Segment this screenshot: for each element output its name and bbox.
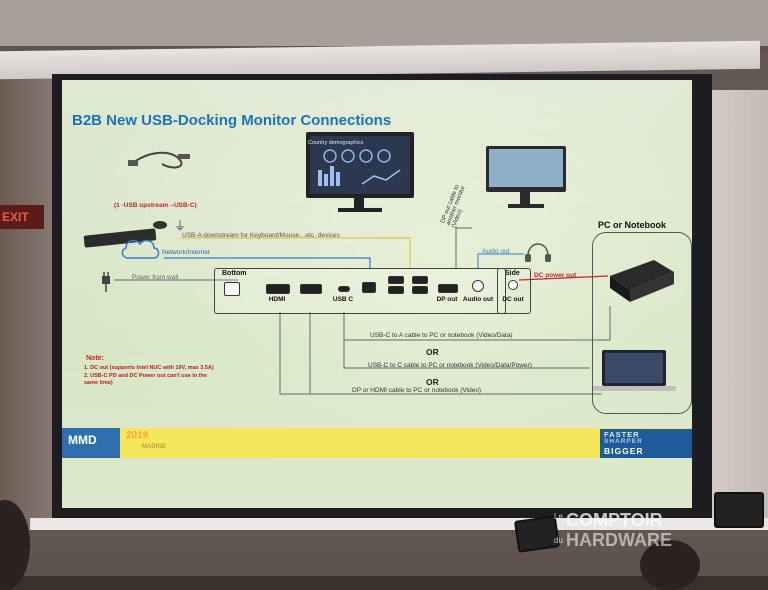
side-label: Side [505, 270, 520, 277]
tagline-faster: FASTER [604, 430, 640, 439]
usb-a-port-4 [412, 286, 428, 294]
bottom-label: Bottom [222, 270, 247, 277]
cloud-icon [121, 239, 160, 259]
dc-out-port [508, 280, 518, 290]
hdmi-port-label: HDMI [268, 296, 286, 303]
pc-notebook-group [592, 232, 692, 414]
mmd-logo: MMD [68, 433, 97, 447]
note-line-1: 1. DC out (supports Intel NUC with 19V, … [84, 365, 214, 371]
power-inlet-port [224, 282, 240, 296]
stage-edge [30, 518, 768, 530]
power-from-wall-label: Power from wall [132, 274, 179, 281]
left-wall [0, 60, 60, 530]
dc-power-out-label: DC power out [534, 272, 577, 279]
usb-cable-illustration [128, 151, 190, 169]
tagline-sharper: SHARPER [604, 438, 643, 445]
audience-phone-right [714, 492, 764, 528]
footer-brand-block [62, 428, 120, 458]
dc-out-line [518, 275, 609, 281]
dp-out-line [455, 227, 472, 268]
ethernet-port [362, 282, 376, 293]
watermark-le: Le [554, 512, 563, 521]
audio-out-port [472, 280, 484, 292]
usbc-port [338, 286, 350, 292]
tagline-bigger: BIGGER [604, 446, 644, 456]
usb-a-downstream-label: USB-A downstream for Keyboard/Mouse…etc.… [182, 232, 340, 239]
bottom-io-panel [214, 268, 506, 314]
usb-a-port-1 [388, 276, 404, 284]
audio-line [477, 253, 524, 268]
footer-year: 2019 [126, 430, 149, 441]
or-label-2: OR [426, 377, 439, 387]
footer-city: MADRID [142, 444, 166, 450]
monitor-back-illustration [486, 146, 566, 208]
audio-out-label: Audio out [482, 248, 510, 255]
usbc-to-c-line [343, 312, 590, 369]
projected-slide: B2B New USB-Docking Monitor Connections [62, 80, 692, 508]
usb-cable-label: (1 -USB upstream –USB-C) [114, 202, 197, 209]
ceiling [0, 0, 768, 46]
footer-tagline-block [600, 429, 692, 458]
usb-a-port-2 [388, 286, 404, 294]
usbc-to-a-cable-label: USB-C to A cable to PC or notebook (Vide… [370, 332, 513, 339]
usb-a-line [180, 237, 411, 268]
hdmi-port [266, 284, 290, 294]
usbc-to-c-cable-label: USB-C to C cable to PC or notebook (Vide… [368, 362, 532, 369]
watermark-hardware: HARDWARE [566, 530, 672, 550]
headphones-icon [525, 243, 551, 262]
monitor-front-illustration [306, 132, 414, 212]
power-plug-icon [102, 272, 110, 292]
audio-out-port-label: Audio out [462, 296, 494, 303]
watermark-comptoir: COMPTOIR [566, 510, 663, 530]
note-line-2: 2. USB-C PD and DC Power out can't use i… [84, 373, 207, 379]
dp-out-port [438, 284, 458, 293]
slide-title: B2B New USB-Docking Monitor Connections [72, 112, 392, 129]
usb-a-port-3 [412, 276, 428, 284]
network-line [164, 257, 371, 268]
displayport-in-port [300, 284, 322, 294]
or-label-1: OR [426, 347, 439, 357]
notebook-illustration [592, 350, 676, 391]
watermark-du: du [554, 536, 563, 545]
dp-hdmi-line [279, 312, 602, 395]
exit-sign: EXIT [0, 205, 44, 229]
monitor-screen-title: Country demographics [308, 140, 364, 146]
dp-hdmi-cable-label: DP or HDMI cable to PC or notebook (Vide… [352, 387, 482, 394]
note-line-3: same time) [84, 380, 113, 386]
usbc-port-label: USB C [332, 296, 354, 303]
pc-notebook-label: PC or Notebook [598, 220, 667, 230]
note-heading: Note: [86, 355, 104, 362]
side-io-panel [497, 268, 531, 314]
keyboard-mouse-illustration: ⏚ [83, 219, 186, 248]
svg-text:⏚: ⏚ [174, 219, 186, 233]
slide-footer-bar [62, 428, 692, 458]
network-label: Network/Internet [162, 249, 210, 256]
dc-out-port-label: DC out [502, 296, 524, 303]
mini-pc-illustration [610, 260, 674, 302]
dp-out-port-label: DP out [436, 296, 458, 303]
